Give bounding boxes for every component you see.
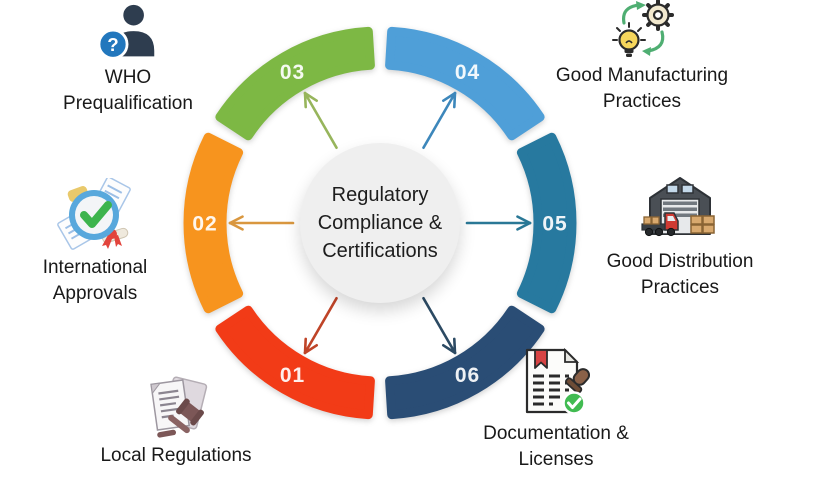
segment-number-03: 03 bbox=[280, 61, 305, 84]
node-label: Local Regulations bbox=[100, 445, 252, 466]
text-lines bbox=[533, 374, 569, 406]
ring-segment-02 bbox=[183, 132, 244, 314]
segment-number-02: 02 bbox=[192, 213, 217, 236]
radial-arrow-02 bbox=[228, 215, 295, 231]
ring-segment-05 bbox=[516, 132, 577, 314]
front-paper bbox=[150, 379, 191, 431]
radial-arrow-04 bbox=[422, 91, 457, 149]
person-head bbox=[123, 4, 144, 26]
node-label: Documentation & Licenses bbox=[483, 423, 629, 470]
radial-arrow-06 bbox=[422, 297, 457, 355]
center-title-line3: Certifications bbox=[322, 240, 438, 262]
delivery-truck bbox=[641, 212, 679, 237]
radial-arrow-01 bbox=[303, 297, 338, 355]
check-mark bbox=[80, 201, 112, 228]
bulb-rays bbox=[612, 22, 646, 41]
approval-magnifier-check-icon bbox=[57, 178, 131, 250]
bulb-glass bbox=[618, 29, 640, 51]
segment-number-04: 04 bbox=[455, 61, 480, 84]
document-gavel-icon bbox=[150, 376, 208, 438]
node-label: Good Distribution Practices bbox=[606, 251, 754, 298]
bookmark-ribbon bbox=[534, 349, 548, 369]
center-title-line1: Regulatory bbox=[331, 184, 429, 206]
node-documentation-licenses: Documentation & Licenses bbox=[446, 346, 666, 473]
cycle-arrows bbox=[621, 3, 665, 53]
svg-text:?: ? bbox=[107, 34, 118, 55]
node-who-prequalification: ? WHO Prequalification bbox=[18, 2, 238, 117]
node-label: Good Manufacturing Practices bbox=[555, 65, 729, 112]
stacked-boxes bbox=[690, 215, 715, 234]
segment-number-01: 01 bbox=[280, 364, 305, 387]
warehouse-truck-icon bbox=[641, 177, 715, 237]
center-hub: Regulatory Compliance & Certifications bbox=[300, 143, 460, 303]
document-stamp-check-icon bbox=[525, 347, 591, 415]
node-label: WHO Prequalification bbox=[63, 67, 193, 114]
ring-segment-04 bbox=[385, 26, 545, 141]
ring-segment-03 bbox=[215, 26, 375, 141]
door-stripes bbox=[663, 201, 697, 217]
node-label: International Approvals bbox=[42, 257, 148, 304]
question-badge bbox=[98, 28, 129, 60]
who-person-question-icon: ? bbox=[98, 4, 155, 60]
ring-segment-06 bbox=[385, 305, 545, 420]
approved-check-badge bbox=[562, 391, 586, 415]
node-international-approvals: International Approvals bbox=[0, 178, 190, 307]
center-title-line2: Compliance & bbox=[317, 212, 443, 234]
radial-arrow-05 bbox=[465, 215, 532, 231]
stamp bbox=[565, 368, 591, 394]
node-good-manufacturing-practices: Good Manufacturing Practices bbox=[540, 0, 744, 115]
node-local-regulations: Local Regulations bbox=[66, 370, 286, 469]
radial-arrow-03 bbox=[303, 91, 338, 149]
bulb-gear-cycle-icon bbox=[612, 0, 674, 57]
segment-number-05: 05 bbox=[542, 213, 567, 236]
node-good-distribution-practices: Good Distribution Practices bbox=[582, 172, 778, 301]
segment-number-06: 06 bbox=[455, 364, 480, 387]
ring-segment-01 bbox=[215, 305, 375, 420]
gavel bbox=[157, 398, 204, 438]
